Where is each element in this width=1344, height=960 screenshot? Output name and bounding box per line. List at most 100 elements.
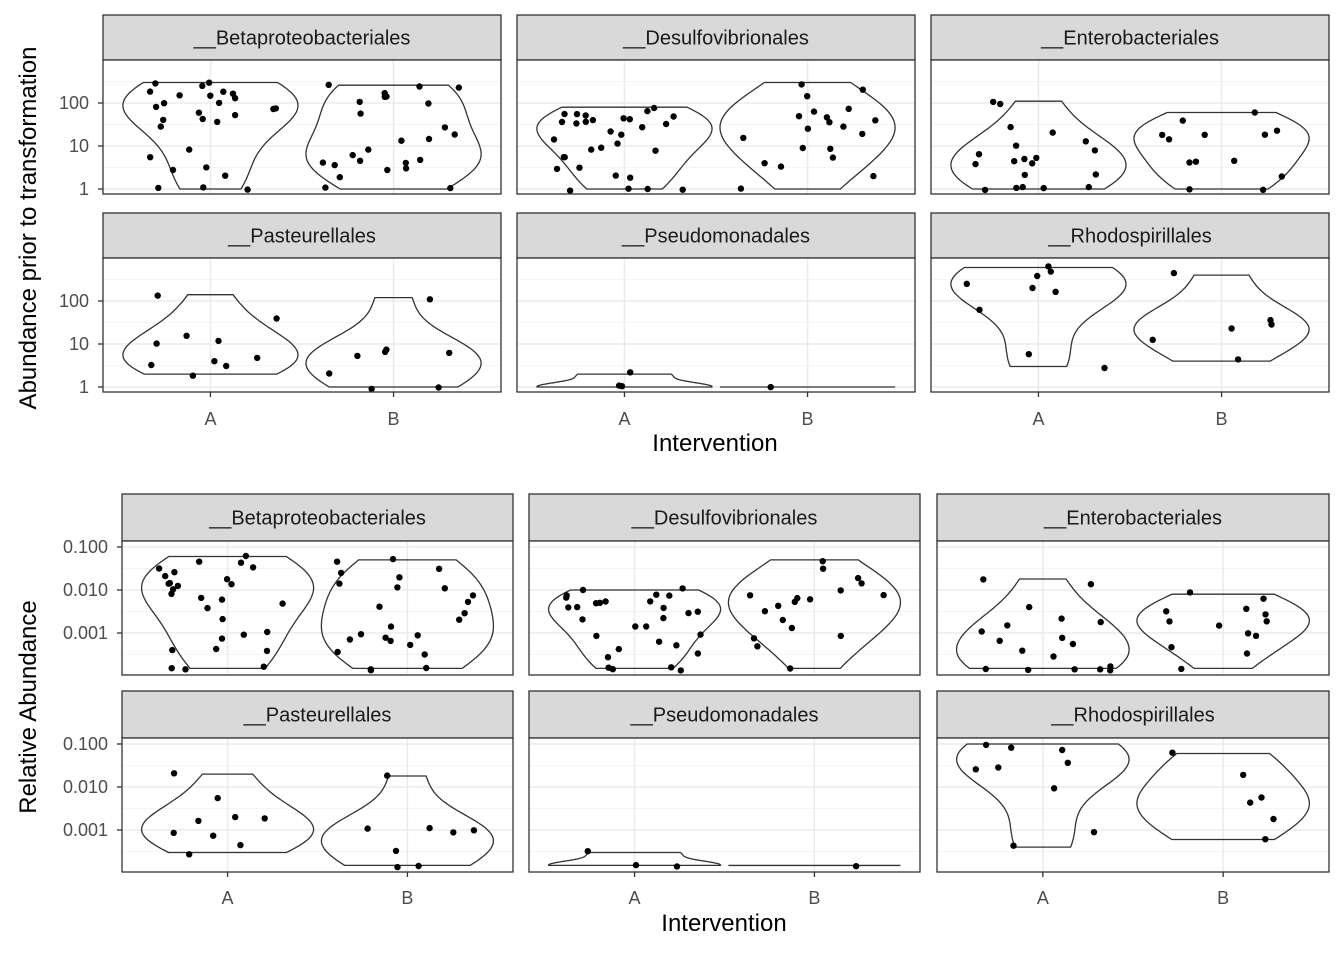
- data-point: [859, 86, 866, 93]
- data-point: [655, 638, 663, 645]
- data-point: [435, 384, 442, 391]
- data-point: [365, 146, 372, 153]
- panel-background: [103, 258, 501, 392]
- data-point: [356, 98, 363, 106]
- data-point: [660, 614, 667, 622]
- facet-strip: [121, 493, 514, 542]
- y-tick-label: 0.100: [63, 734, 108, 754]
- data-point: [237, 841, 244, 849]
- violin-a: [122, 81, 299, 190]
- data-point: [872, 117, 879, 124]
- data-point: [176, 92, 183, 99]
- facet-panel: __Desulfovibrionales: [528, 493, 921, 676]
- x-tick-label: B: [1216, 409, 1228, 429]
- data-point: [199, 82, 206, 90]
- data-point: [396, 574, 403, 581]
- data-point: [426, 296, 434, 303]
- data-point: [1026, 603, 1033, 611]
- data-point: [1278, 173, 1286, 180]
- data-point: [644, 185, 651, 193]
- data-point: [326, 370, 333, 377]
- data-point: [455, 84, 462, 91]
- data-point: [218, 635, 226, 642]
- y-tick-label: 1: [79, 179, 89, 199]
- x-tick-label: B: [808, 888, 820, 908]
- data-point: [618, 383, 626, 390]
- data-point: [1052, 288, 1059, 295]
- chart-1: Abundance prior to transformationInterve…: [15, 14, 1330, 457]
- data-point: [647, 598, 654, 605]
- data-point: [441, 124, 449, 131]
- data-point: [596, 599, 604, 606]
- y-tick-label: 100: [59, 93, 89, 113]
- data-point: [349, 151, 356, 159]
- data-point: [384, 772, 391, 779]
- panel-background: [529, 738, 920, 872]
- data-point: [561, 110, 568, 118]
- data-point: [666, 592, 673, 599]
- x-axis-title: Intervention: [652, 430, 777, 457]
- data-point: [451, 131, 458, 138]
- data-point: [677, 667, 684, 674]
- violin-b: [727, 559, 902, 670]
- facet-strip-label: __Rhodospirillales: [1050, 705, 1214, 727]
- data-point: [244, 186, 251, 193]
- data-point: [1029, 284, 1036, 292]
- data-point: [1251, 109, 1259, 116]
- violin-a: [547, 851, 722, 867]
- data-point: [553, 165, 561, 173]
- data-point: [837, 632, 844, 640]
- data-point: [1040, 184, 1047, 192]
- data-point: [679, 585, 686, 592]
- data-point: [750, 635, 758, 642]
- data-point: [978, 628, 985, 635]
- data-point: [845, 105, 852, 113]
- data-point: [775, 602, 782, 609]
- data-point: [1011, 158, 1018, 165]
- data-point: [333, 558, 341, 565]
- panel-border: [121, 540, 514, 676]
- data-point: [205, 79, 213, 86]
- data-point: [767, 383, 774, 391]
- data-point: [1215, 622, 1223, 629]
- data-point: [829, 154, 837, 161]
- facet-strip-label: __Pasteurellales: [243, 705, 392, 727]
- data-point: [694, 608, 701, 615]
- data-point: [614, 140, 621, 147]
- data-point: [1186, 589, 1194, 596]
- data-point: [582, 112, 589, 119]
- panel-border: [121, 737, 514, 873]
- y-tick-label: 0.001: [63, 820, 108, 840]
- data-point: [798, 81, 805, 88]
- data-point: [171, 569, 178, 576]
- data-point: [469, 592, 477, 599]
- data-point: [1262, 611, 1269, 618]
- panel-border: [516, 257, 916, 393]
- panel-border: [528, 540, 921, 676]
- data-point: [387, 637, 394, 645]
- data-point: [612, 172, 619, 179]
- data-point: [643, 623, 650, 630]
- data-point: [402, 159, 409, 167]
- facet-strip-label: __Desulfovibrionales: [622, 28, 809, 50]
- data-point: [450, 829, 457, 836]
- data-point: [1163, 608, 1170, 615]
- data-point: [416, 83, 423, 90]
- data-point: [670, 113, 677, 120]
- data-point: [441, 585, 448, 592]
- data-point: [322, 184, 329, 191]
- data-point: [204, 604, 211, 612]
- data-point: [154, 292, 161, 299]
- x-tick-label: A: [204, 409, 216, 429]
- data-point: [214, 794, 221, 802]
- data-point: [1170, 269, 1178, 277]
- data-point: [1149, 336, 1156, 343]
- data-point: [1021, 155, 1028, 163]
- data-point: [1234, 356, 1242, 363]
- data-point: [435, 565, 443, 572]
- data-point: [228, 581, 235, 588]
- data-point: [650, 104, 658, 112]
- data-point: [1004, 622, 1011, 629]
- data-point: [1159, 131, 1166, 139]
- panel-background: [517, 60, 915, 194]
